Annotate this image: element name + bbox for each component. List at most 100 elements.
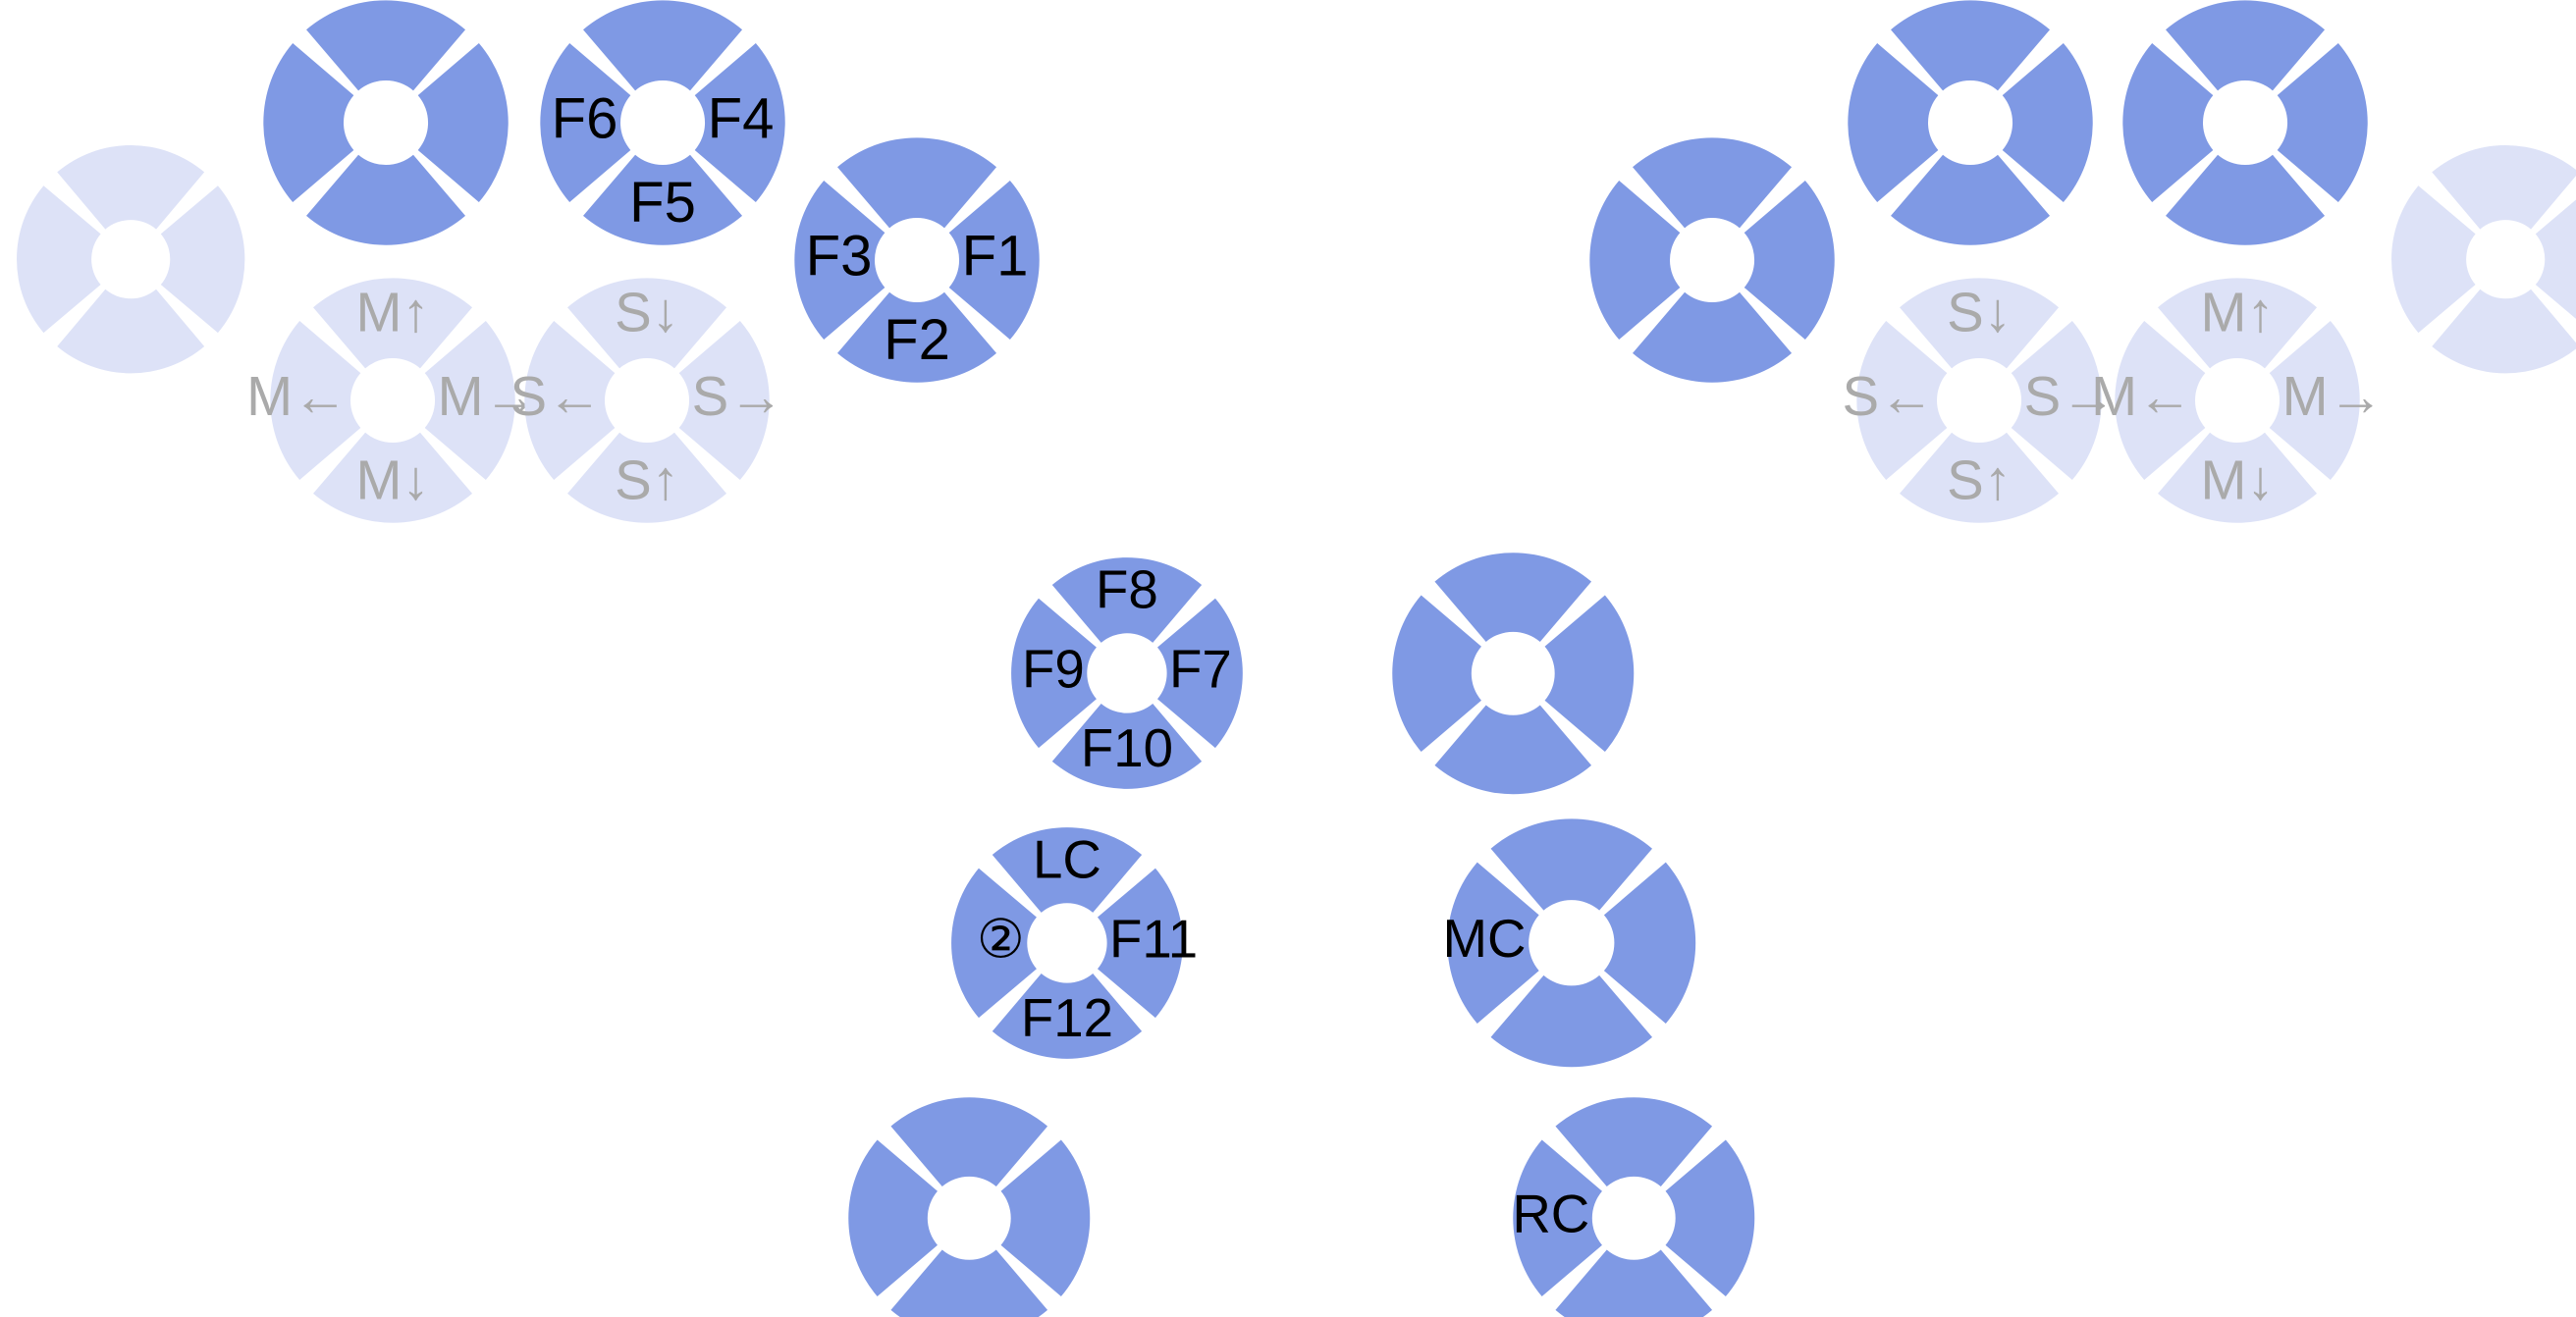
segment-right[interactable]	[424, 321, 515, 481]
segment-left[interactable]	[524, 321, 616, 481]
segment-right[interactable]	[1665, 1139, 1754, 1297]
donut-right-row1-c[interactable]	[2047, 0, 2443, 321]
segment-right[interactable]	[2269, 321, 2360, 481]
segment-right[interactable]	[1157, 599, 1243, 749]
segment-top[interactable]	[57, 145, 205, 231]
segment-label-right: F11	[1109, 910, 1198, 970]
segment-left[interactable]	[848, 1139, 939, 1297]
segment-right[interactable]	[1544, 595, 1634, 753]
segment-left[interactable]	[1589, 180, 1681, 340]
segment-left[interactable]	[1391, 595, 1481, 753]
donut-right-row2-shift[interactable]: S↓S→S↑S←	[1781, 202, 2177, 599]
segment-top[interactable]	[582, 0, 742, 90]
segment-right[interactable]	[949, 180, 1041, 340]
segment-left[interactable]	[1011, 599, 1097, 749]
segment-bottom[interactable]	[1891, 154, 2051, 245]
segment-top[interactable]	[1555, 1097, 1712, 1186]
segment-top[interactable]	[1899, 278, 2059, 369]
segment-right[interactable]	[2278, 42, 2369, 202]
segment-bottom[interactable]	[2166, 154, 2326, 245]
segment-label-right: M→	[2282, 365, 2384, 427]
segment-left[interactable]	[794, 180, 886, 340]
segment-left[interactable]	[1512, 1139, 1602, 1297]
segment-bottom[interactable]	[1633, 291, 1793, 383]
donut-center-right-bottom[interactable]: RC	[1438, 1023, 1830, 1317]
segment-left[interactable]	[950, 869, 1037, 1019]
segment-left[interactable]	[2115, 321, 2206, 481]
segment-bottom[interactable]	[2157, 432, 2317, 523]
segment-top[interactable]	[2157, 278, 2317, 369]
segment-top[interactable]	[837, 136, 997, 228]
segment-right[interactable]	[160, 185, 245, 334]
segment-bottom[interactable]	[582, 154, 742, 245]
segment-bottom[interactable]	[57, 290, 205, 374]
segment-right[interactable]	[694, 42, 785, 202]
segment-label-right: F7	[1169, 640, 1232, 700]
segment-right[interactable]	[1000, 1139, 1091, 1297]
donut-right-row1-d[interactable]	[2321, 75, 2576, 444]
segment-label-bottom: F12	[1020, 989, 1112, 1049]
segment-top[interactable]	[1490, 818, 1652, 912]
segment-top[interactable]	[2166, 0, 2326, 90]
segment-label-left: M←	[2091, 365, 2192, 427]
segment-bottom[interactable]	[1555, 1249, 1712, 1317]
segment-bottom[interactable]	[1051, 704, 1203, 790]
segment-left[interactable]	[2391, 185, 2476, 334]
segment-label-top: S↓	[616, 281, 680, 342]
segment-bottom[interactable]	[2432, 290, 2576, 374]
segment-left[interactable]	[1447, 863, 1539, 1025]
segment-bottom[interactable]	[992, 974, 1142, 1060]
segment-label-bottom: F10	[1081, 719, 1173, 779]
segment-bottom[interactable]	[305, 154, 465, 245]
segment-top[interactable]	[312, 278, 472, 369]
segment-right[interactable]	[1603, 863, 1696, 1025]
donut-left-row1-b[interactable]	[188, 0, 584, 321]
segment-top[interactable]	[305, 0, 465, 90]
segment-left[interactable]	[263, 42, 354, 202]
segment-top[interactable]	[1633, 136, 1793, 228]
segment-bottom[interactable]	[1490, 975, 1652, 1068]
donut-center-right-top[interactable]	[1317, 478, 1709, 869]
segment-right[interactable]	[1097, 869, 1183, 1019]
segment-bottom[interactable]	[1899, 432, 2059, 523]
segment-left[interactable]	[540, 42, 631, 202]
segment-top[interactable]	[2432, 145, 2576, 231]
segment-label-left: M←	[246, 365, 348, 427]
segment-right[interactable]	[2011, 321, 2102, 481]
segment-top[interactable]	[1891, 0, 2051, 90]
segment-top[interactable]	[1434, 553, 1591, 643]
segment-bottom[interactable]	[890, 1249, 1048, 1317]
segment-right[interactable]	[2535, 186, 2576, 334]
donut-right-row2-modifier[interactable]: M↑M→M↓M←	[2039, 202, 2436, 599]
segment-bottom[interactable]	[1434, 705, 1591, 795]
segment-right[interactable]	[2002, 42, 2093, 202]
segment-top[interactable]	[890, 1097, 1048, 1186]
segment-label-right: F1	[962, 224, 1029, 288]
segment-label-top: F8	[1096, 560, 1158, 620]
segment-top[interactable]	[992, 827, 1142, 914]
segment-right[interactable]	[1744, 180, 1835, 340]
donut-center-right-middle[interactable]: MC	[1370, 742, 1773, 1144]
donut-left-row2-modifier[interactable]: M↑M→M↓M←	[194, 202, 591, 599]
segment-bottom[interactable]	[312, 432, 472, 523]
donut-right-row1-b[interactable]	[1772, 0, 2169, 321]
segment-left[interactable]	[1856, 321, 1948, 481]
segment-right[interactable]	[417, 42, 509, 202]
segment-top[interactable]	[1051, 557, 1203, 644]
segment-left[interactable]	[2122, 42, 2214, 202]
segment-right[interactable]	[679, 321, 771, 481]
segment-left[interactable]	[17, 185, 101, 334]
segment-left[interactable]	[1848, 42, 1939, 202]
segment-bottom[interactable]	[567, 432, 727, 523]
donut-center-left-bottom[interactable]	[774, 1023, 1165, 1317]
donut-right-row1-a[interactable]	[1514, 62, 1910, 458]
donut-left-row1-a[interactable]	[0, 75, 315, 444]
donut-left-row2-shift[interactable]: S↓S→S↑S←	[449, 202, 845, 599]
segment-bottom[interactable]	[837, 291, 997, 383]
segment-top[interactable]	[567, 278, 727, 369]
segment-left[interactable]	[270, 321, 361, 481]
